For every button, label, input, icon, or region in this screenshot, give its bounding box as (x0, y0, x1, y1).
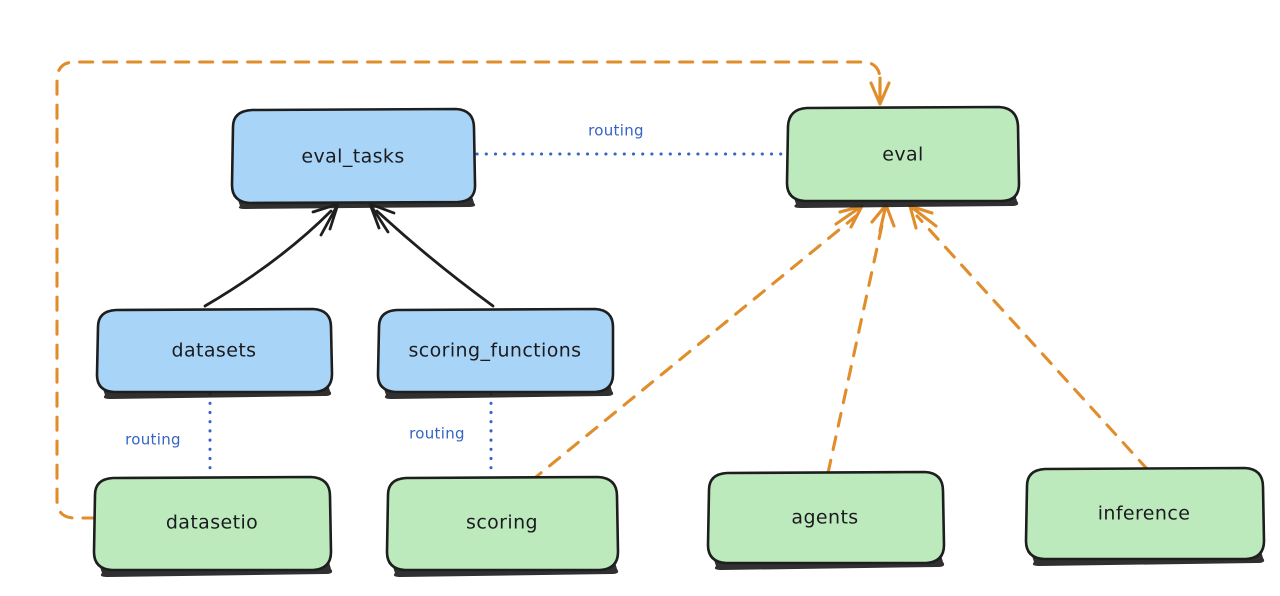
edge-datasets-eval-tasks-line (203, 209, 333, 308)
node-scoring-label: scoring (466, 512, 538, 534)
edge-datasets-eval-tasks-arrowhead (311, 202, 340, 237)
node-eval-tasks[interactable]: eval_tasks (230, 107, 477, 209)
edge-inference-eval-arrowhead (908, 204, 938, 230)
edge-scoring-functions-eval-tasks (368, 202, 495, 308)
edge-inference-eval (908, 204, 1150, 472)
node-datasets-body (95, 307, 334, 394)
edge-eval-tasks-eval: routing (475, 122, 786, 156)
node-inference-body (1024, 466, 1266, 561)
node-datasets[interactable]: datasets (95, 307, 334, 399)
node-agents-body (706, 470, 946, 565)
edge-agents-eval-line (826, 214, 886, 475)
edge-inference-eval-line (915, 214, 1150, 472)
edge-label-routing-scoring-functions: routing (409, 425, 465, 443)
node-inference-label: inference (1098, 503, 1191, 525)
edge-datasetio-eval-arrowhead (869, 76, 891, 106)
node-scoring-functions-label: scoring_functions (409, 340, 582, 362)
edge-scoring-eval-line (529, 214, 858, 483)
node-scoring-body (385, 475, 620, 572)
node-inference[interactable]: inference (1024, 466, 1266, 566)
node-eval-tasks-label: eval_tasks (301, 146, 404, 168)
node-datasetio-label: datasetio (166, 512, 258, 534)
edge-scoring-functions-scoring: routing (409, 392, 493, 476)
edge-datasetio-eval (55, 60, 891, 520)
node-datasetio[interactable]: datasetio (92, 475, 333, 577)
node-scoring-functions[interactable]: scoring_functions (376, 307, 615, 399)
node-eval[interactable]: eval (785, 105, 1021, 208)
node-datasetio-body (92, 475, 333, 572)
node-eval-label: eval (882, 144, 923, 166)
edge-label-routing-datasets: routing (125, 431, 181, 449)
edge-scoring-eval-arrowhead (834, 204, 864, 229)
node-scoring-functions-body (376, 307, 615, 394)
node-datasets-label: datasets (172, 340, 257, 362)
edge-scoring-functions-eval-tasks-arrowhead (368, 202, 396, 234)
edge-agents-eval-arrowhead (870, 203, 896, 233)
edge-datasets-datasetio: routing (125, 392, 212, 476)
node-agents[interactable]: agents (706, 470, 946, 570)
edge-agents-eval (826, 203, 896, 475)
node-scoring[interactable]: scoring (385, 475, 620, 577)
edge-datasets-eval-tasks (203, 202, 340, 308)
node-agents-label: agents (791, 507, 858, 529)
edge-datasetio-eval-line (55, 60, 882, 520)
node-eval-body (785, 105, 1021, 203)
edge-label-routing-eval-tasks: routing (588, 122, 644, 140)
node-eval-tasks-body (230, 107, 477, 205)
edge-scoring-functions-eval-tasks-line (375, 209, 495, 308)
